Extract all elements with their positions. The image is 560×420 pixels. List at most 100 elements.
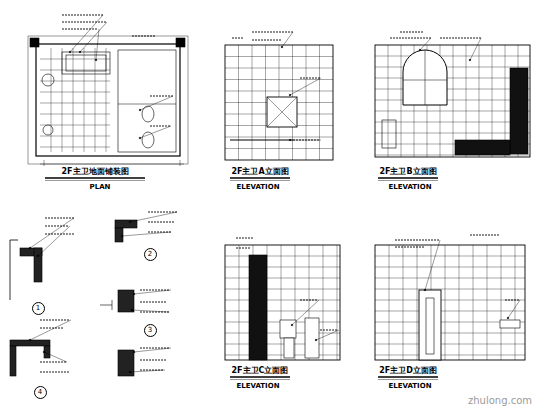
outline xyxy=(225,45,333,160)
note-mark xyxy=(166,222,168,223)
stroke xyxy=(425,50,426,105)
leader-line xyxy=(38,226,70,256)
door xyxy=(419,290,441,360)
wall-tile xyxy=(375,267,525,268)
note-mark xyxy=(255,40,257,41)
note-mark xyxy=(431,240,433,241)
wall-tile xyxy=(225,267,340,268)
note-mark xyxy=(255,32,257,33)
note-mark xyxy=(479,235,481,236)
leader-line xyxy=(96,29,99,60)
dark-tile-band xyxy=(249,255,267,360)
note-mark xyxy=(52,320,54,321)
note-mark xyxy=(45,226,47,227)
note-mark xyxy=(148,222,150,223)
note-mark xyxy=(415,32,417,33)
wall-tile xyxy=(375,111,530,112)
leader-line xyxy=(130,370,165,372)
note-mark xyxy=(74,15,76,16)
leader-line xyxy=(134,348,171,352)
leader-dot xyxy=(29,247,31,249)
note-mark xyxy=(239,248,241,249)
note-mark xyxy=(65,15,67,16)
note-mark xyxy=(158,302,160,303)
note-mark xyxy=(57,226,59,227)
wall-tile xyxy=(337,245,338,360)
toilet-tank xyxy=(280,320,296,338)
floor-tile xyxy=(40,81,110,82)
note-mark xyxy=(162,126,164,127)
note-mark xyxy=(40,328,42,329)
wall-tile xyxy=(375,133,530,134)
view-title: 2F主卫地面铺装图 xyxy=(61,168,128,176)
note-mark xyxy=(329,330,331,331)
wall-tile xyxy=(401,45,402,157)
note-mark xyxy=(45,234,47,235)
note-mark xyxy=(419,247,421,248)
note-mark xyxy=(48,218,50,219)
note-mark xyxy=(236,238,238,239)
note-mark xyxy=(164,360,166,361)
wall-tile xyxy=(375,311,525,312)
title-underline xyxy=(378,180,438,181)
leader-dot xyxy=(469,59,471,61)
note-mark xyxy=(396,38,398,39)
wall-tile xyxy=(375,56,530,57)
outline xyxy=(225,245,340,360)
note-mark xyxy=(416,247,418,248)
callout-number: 3 xyxy=(148,327,152,334)
note-mark xyxy=(245,238,247,239)
note-mark xyxy=(168,96,170,97)
note-mark xyxy=(43,320,45,321)
leader-dot xyxy=(121,235,123,237)
note-mark xyxy=(40,362,42,363)
note-mark xyxy=(60,226,62,227)
stroke xyxy=(44,160,45,166)
note-mark xyxy=(80,22,82,23)
note-mark xyxy=(149,348,151,349)
note-mark xyxy=(51,226,53,227)
note-mark xyxy=(155,290,157,291)
leader-line xyxy=(134,290,171,294)
view-title: 2F主卫B立面图 xyxy=(379,168,436,176)
note-mark xyxy=(470,235,472,236)
note-mark xyxy=(273,32,275,33)
note-mark xyxy=(74,22,76,23)
column xyxy=(176,38,185,47)
stroke xyxy=(100,305,112,306)
leader-line xyxy=(132,310,169,312)
note-mark xyxy=(164,302,166,303)
note-mark xyxy=(390,38,392,39)
note-mark xyxy=(306,78,308,79)
title-underline xyxy=(378,177,438,179)
note-mark xyxy=(60,234,62,235)
note-mark xyxy=(273,40,275,41)
note-mark xyxy=(162,96,164,97)
leader-line xyxy=(290,78,321,95)
note-mark xyxy=(45,218,47,219)
note-mark xyxy=(437,240,439,241)
note-mark xyxy=(165,96,167,97)
note-mark xyxy=(401,247,403,248)
section-detail xyxy=(10,340,50,346)
note-mark xyxy=(421,32,423,33)
note-mark xyxy=(140,348,142,349)
leader-dot xyxy=(281,46,283,48)
note-mark xyxy=(242,238,244,239)
note-mark xyxy=(232,38,234,39)
note-mark xyxy=(77,29,79,30)
note-mark xyxy=(58,328,60,329)
stroke xyxy=(180,160,181,166)
note-mark xyxy=(54,234,56,235)
bathtub-inner xyxy=(66,55,106,71)
note-mark xyxy=(144,36,146,37)
note-mark xyxy=(420,38,422,39)
callout-circle: 4 xyxy=(34,386,47,399)
leader-line xyxy=(470,38,481,60)
note-mark xyxy=(149,370,151,371)
note-mark xyxy=(149,360,151,361)
note-mark xyxy=(95,22,97,23)
wall-tile xyxy=(225,56,333,57)
note-mark xyxy=(152,312,154,313)
